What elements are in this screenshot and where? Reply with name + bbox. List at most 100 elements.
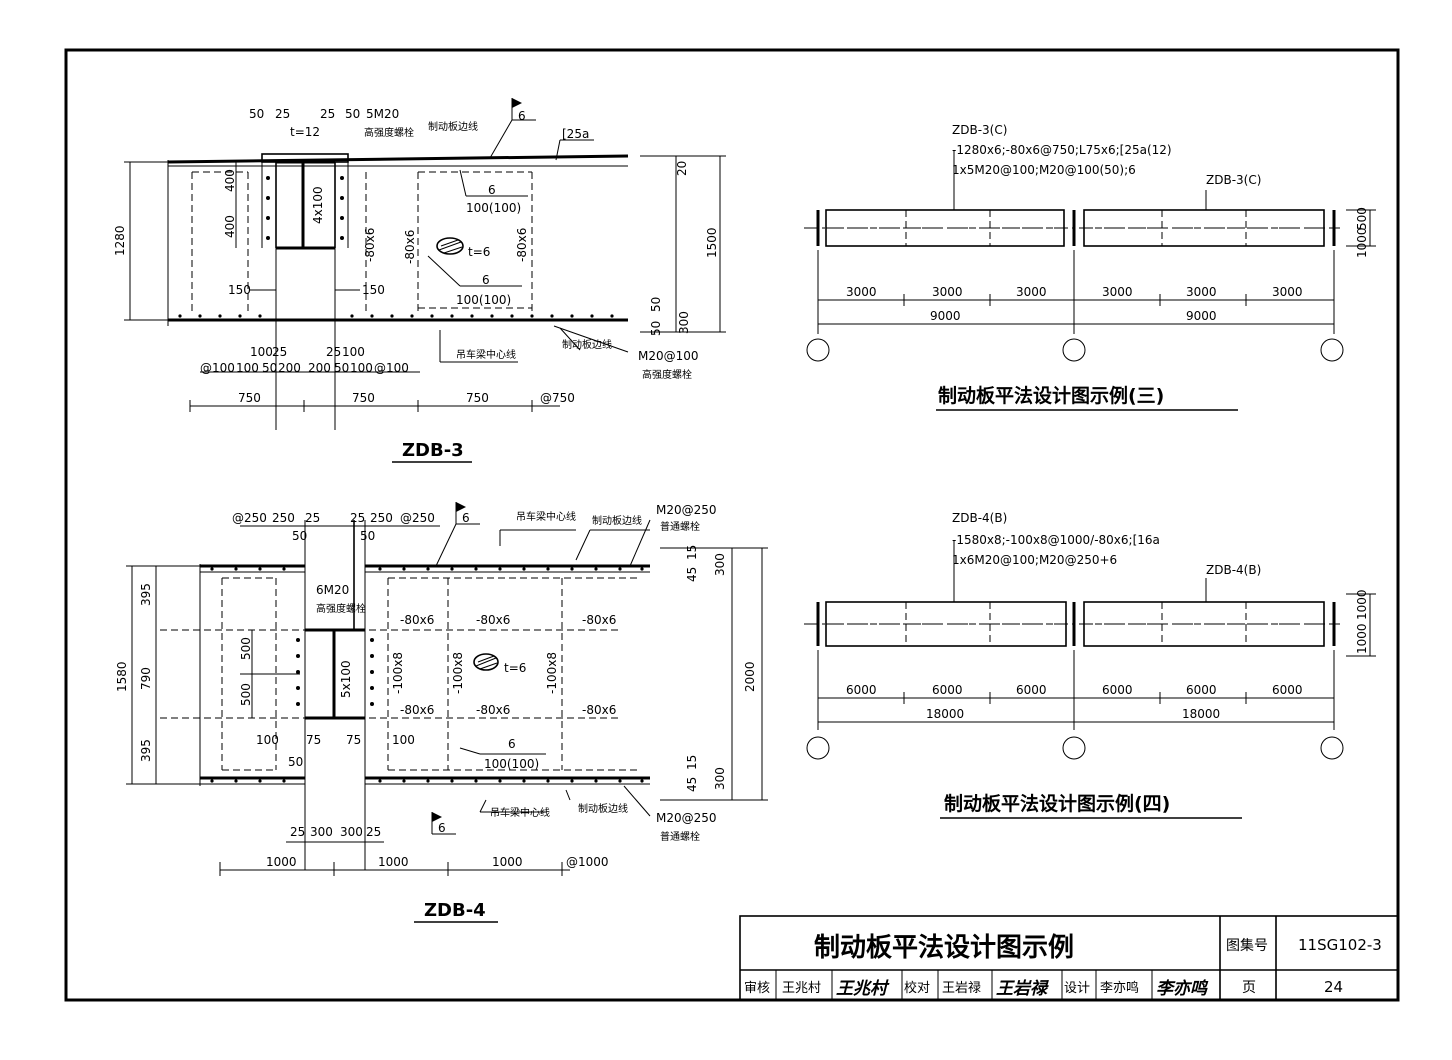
example4-span-1: 6000 (846, 683, 877, 697)
zdb4-plate-100x8-a: -100x8 (391, 652, 405, 694)
check-label: 校对 (904, 980, 930, 996)
zdb4-dim-45b: 45 (685, 777, 699, 792)
example3-span-6: 3000 (1272, 285, 1303, 299)
reviewer-name: 王兆村 (782, 981, 821, 996)
zdb4-bot-r2-b: 1000 (378, 855, 409, 869)
zdb3-bot-r2-c: 50 (262, 361, 277, 375)
review-label: 审核 (744, 981, 770, 996)
zdb4-bot-r1-c: 300 (340, 825, 363, 839)
zdb4-brake-edge-bottom: 制动板边线 (578, 802, 628, 815)
zdb3-dim-300: 300 (677, 311, 691, 334)
zdb3-bot-r3-a: 750 (238, 391, 261, 405)
zdb3-bot-r1-c: 25 (326, 345, 341, 359)
zdb4-plate-100x8-b: -100x8 (451, 652, 465, 694)
zdb3-weld-mid1-spacing: 100(100) (466, 201, 521, 215)
zdb4-dim-300b: 300 (713, 767, 727, 790)
zdb4-plate-e: -80x6 (476, 703, 510, 717)
example3-span-2: 3000 (932, 285, 963, 299)
zdb4-bolts-mid: 6M20 (316, 583, 349, 597)
zdb4-dim-15a: 15 (685, 545, 699, 560)
zdb3-bot-r3-c: 750 (466, 391, 489, 405)
axis-bubble-4a (806, 736, 830, 760)
zdb4-dim-45a: 45 (685, 567, 699, 582)
checker-name: 王岩禄 (942, 981, 981, 996)
zdb3-dim-50b: 50 (649, 321, 663, 336)
zdb4-label: ZDB-4 (424, 900, 486, 921)
zdb4-bot-r2-c: 1000 (492, 855, 523, 869)
zdb4-dim-300a: 300 (713, 553, 727, 576)
zdb4-bolts-mid-type: 高强度螺栓 (316, 602, 366, 615)
zdb3-bolts-bottom-type: 高强度螺栓 (642, 368, 692, 381)
zdb4-detail (126, 502, 768, 923)
axis-bubble-3b (1062, 338, 1086, 362)
zdb3-bolt-type-top: 高强度螺栓 (364, 126, 414, 139)
example4-total-1: 18000 (926, 707, 964, 721)
zdb4-bolts-bottom-type: 普通螺栓 (660, 830, 700, 843)
zdb4-bot-r1-b: 300 (310, 825, 333, 839)
zdb3-dim-20: 20 (675, 161, 689, 176)
zdb4-top-c: 25 (305, 511, 320, 525)
zdb3-channel: [25a (562, 127, 589, 141)
zdb3-thickness-t12: t=12 (290, 125, 320, 139)
zdb3-plate-hatch-icon (436, 237, 464, 255)
zdb4-top-g: 50 (292, 529, 307, 543)
zdb3-bot-r2-d: 200 (278, 361, 301, 375)
zdb4-plate-hatch-icon (473, 653, 499, 671)
zdb3-bot-r2-g: 100 (350, 361, 373, 375)
zdb3-bottom-bolts (178, 314, 614, 318)
zdb3-dim-top-25a: 25 (275, 107, 290, 121)
checker-signature: 王岩禄 (996, 979, 1049, 999)
example4-tag-right: ZDB-4(B) (1206, 563, 1261, 577)
zdb3-crane-center: 吊车梁中心线 (456, 348, 516, 361)
zdb4-bolts-top-type: 普通螺栓 (660, 520, 700, 533)
zdb4-brake-edge-top: 制动板边线 (592, 514, 642, 527)
axis-bubble-3a (806, 338, 830, 362)
zdb3-weld-top: 6 (518, 109, 526, 123)
example4-plan (804, 540, 1376, 819)
axis-bubble-4b (1062, 736, 1086, 760)
designer-signature: 李亦鸣 (1156, 979, 1209, 999)
example4-span-2: 6000 (932, 683, 963, 697)
zdb3-label: ZDB-3 (402, 440, 464, 461)
zdb3-dim-1280: 1280 (113, 225, 127, 256)
axis-bubble-3c (1320, 338, 1344, 362)
zdb4-bot-r1-a: 25 (290, 825, 305, 839)
zdb4-dim-1580: 1580 (115, 661, 129, 692)
example4-title: 制动板平法设计图示例(四) (944, 792, 1170, 815)
example3-dim-right2: 1000 (1355, 227, 1369, 258)
zdb3-bot-r3-b: 750 (352, 391, 375, 405)
example3-plan (804, 150, 1376, 411)
example3-spec-line2: 1x5M20@100;M20@100(50);6 (952, 163, 1136, 177)
zdb4-bolts-top: M20@250 (656, 503, 717, 517)
zdb4-dim-500a: 500 (239, 637, 253, 660)
zdb4-dim-100b: 100 (392, 733, 415, 747)
zdb4-dim-500b: 500 (239, 683, 253, 706)
zdb4-plate-b: -80x6 (476, 613, 510, 627)
zdb4-top-e: 250 (370, 511, 393, 525)
atlas-label: 图集号 (1226, 937, 1268, 954)
zdb4-bot-r2-a: 1000 (266, 855, 297, 869)
zdb3-bot-r1-d: 100 (342, 345, 365, 359)
example4-dim-right1: 1000 (1355, 589, 1369, 620)
zdb3-plate-80x6-b: -80x6 (403, 230, 417, 264)
zdb4-bottom-bolts (210, 779, 644, 783)
zdb3-bot-r2-a: @100 (200, 361, 235, 375)
zdb4-plate-c: -80x6 (582, 613, 616, 627)
page-number: 24 (1324, 978, 1343, 996)
axis-bubble-4c (1320, 736, 1344, 760)
zdb4-dim-395a: 395 (139, 583, 153, 606)
zdb4-weld-flag-bottom-icon (432, 812, 442, 822)
example4-span-4: 6000 (1102, 683, 1133, 697)
zdb4-column-bolts (296, 638, 374, 706)
example3-title: 制动板平法设计图示例(三) (938, 384, 1164, 407)
zdb3-dim-top-25b: 25 (320, 107, 335, 121)
zdb4-dim-75b: 75 (346, 733, 361, 747)
zdb4-bot-r1-d: 25 (366, 825, 381, 839)
zdb4-weld-top: 6 (462, 511, 470, 525)
zdb4-weld-mid: 6 (508, 737, 516, 751)
zdb3-dim-1500: 1500 (705, 227, 719, 258)
zdb4-weld-flag-top-icon (456, 502, 466, 512)
example4-tag-left: ZDB-4(B) (952, 511, 1007, 525)
zdb4-bot-r2-d: @1000 (566, 855, 609, 869)
example4-dim-right2: 1000 (1355, 623, 1369, 654)
